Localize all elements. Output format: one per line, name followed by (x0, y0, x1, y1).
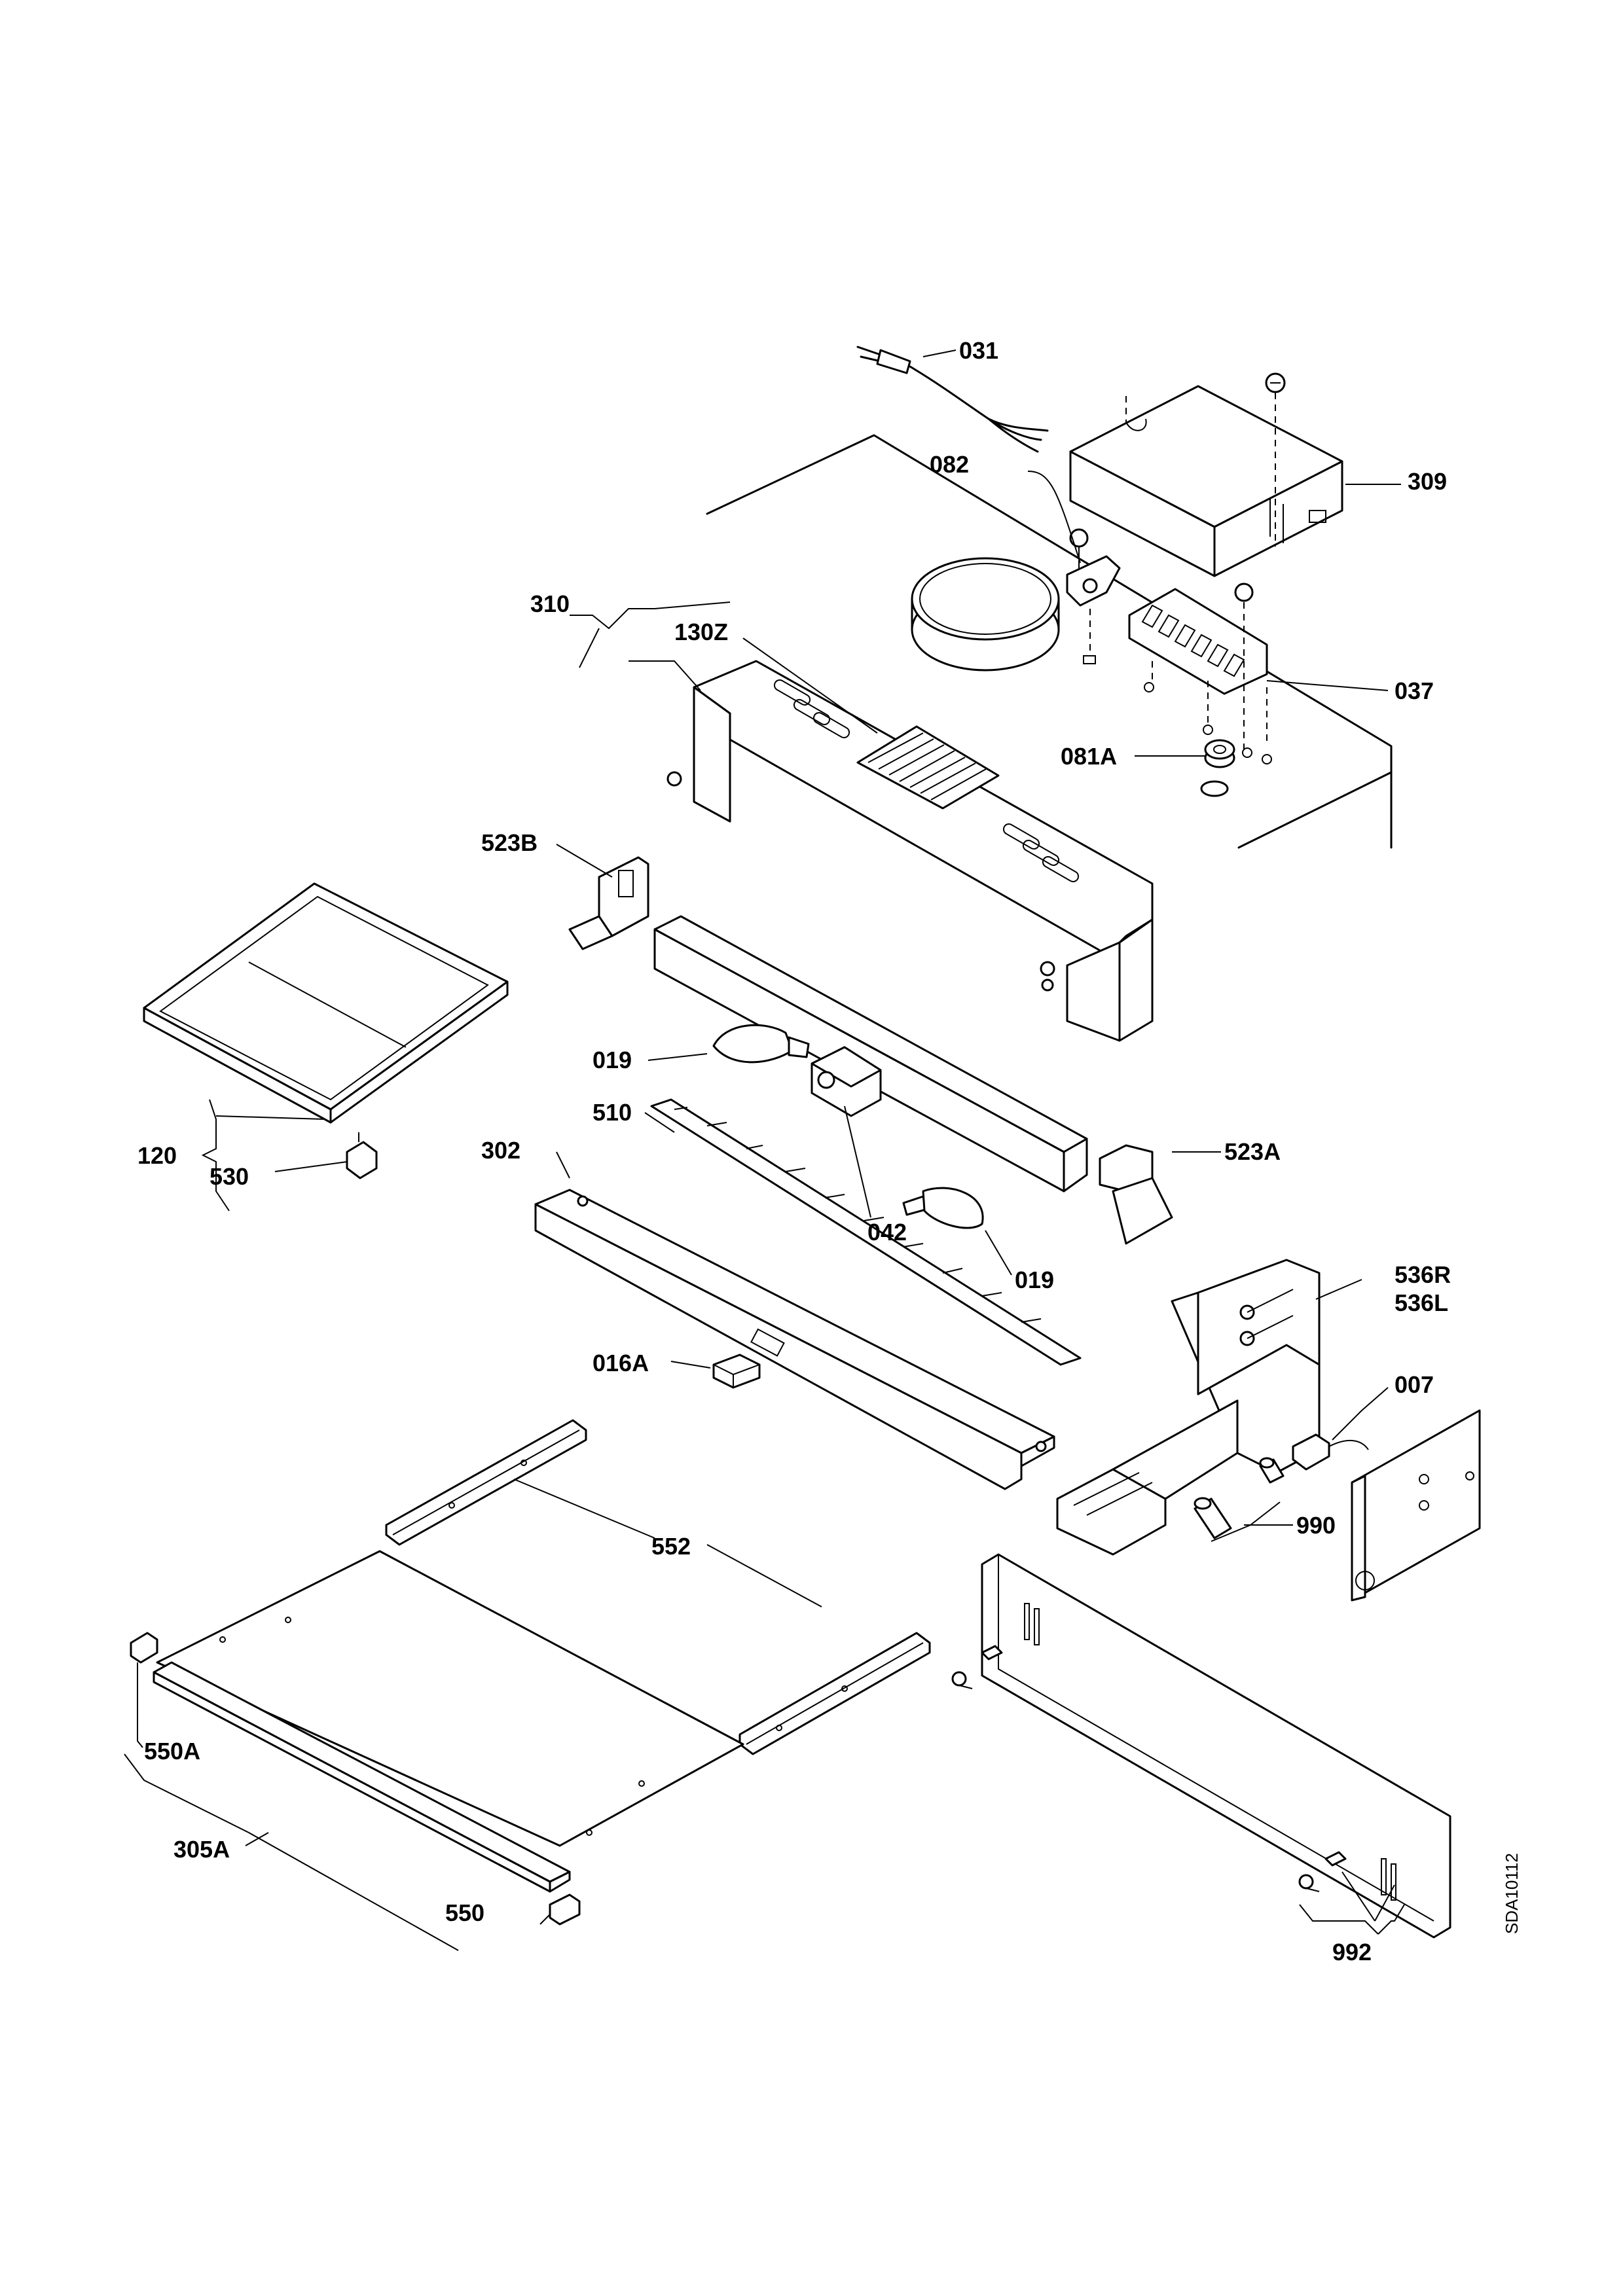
light-diffuser (650, 1098, 1082, 1366)
label-530: 530 (210, 1163, 249, 1190)
switch-assembly (1066, 528, 1121, 664)
side-bracket (1056, 1259, 1321, 1556)
terminal-block (1128, 583, 1272, 764)
leader-lines (124, 350, 1405, 1951)
label-082: 082 (930, 451, 969, 478)
power-cord (856, 346, 1049, 453)
spacers (1194, 1457, 1285, 1539)
hood-outline (706, 434, 1393, 849)
front-trim (981, 1553, 1451, 1939)
microswitch (1292, 1433, 1369, 1471)
button-016A (712, 1354, 761, 1389)
label-990: 990 (1296, 1512, 1336, 1539)
control-box (1069, 372, 1343, 577)
label-019-upper: 019 (593, 1047, 632, 1073)
end-cap-550 (549, 1893, 581, 1926)
clip-530 (346, 1132, 378, 1179)
label-552: 552 (651, 1533, 691, 1560)
label-536R: 536R (1395, 1261, 1451, 1288)
label-042: 042 (867, 1219, 907, 1246)
drawing-code: SDA10112 (1502, 1853, 1522, 1934)
label-310: 310 (530, 590, 570, 617)
label-309: 309 (1408, 468, 1447, 495)
rail-upper (385, 1419, 587, 1546)
frame-310 (666, 660, 1154, 1042)
label-523A: 523A (1224, 1138, 1281, 1165)
label-019-lower: 019 (1015, 1266, 1054, 1293)
bracket-523A (1099, 1144, 1173, 1245)
front-bar-302 (534, 1189, 1055, 1490)
lamp-bulb-upper (712, 1024, 810, 1064)
label-016A: 016A (593, 1350, 649, 1376)
label-007: 007 (1395, 1371, 1434, 1398)
control-plate (1351, 1409, 1481, 1602)
visor-panel (153, 1550, 744, 1893)
filter-tray (143, 882, 509, 1124)
grommet (1200, 739, 1235, 797)
end-cap-550A (130, 1632, 158, 1664)
label-302: 302 (481, 1137, 520, 1164)
rail-lower (739, 1632, 931, 1755)
label-550A: 550A (144, 1738, 200, 1765)
label-031: 031 (959, 337, 998, 364)
label-523B: 523B (481, 829, 538, 856)
lamp-bulb-lower (902, 1187, 984, 1229)
label-510: 510 (593, 1099, 632, 1126)
label-130Z: 130Z (674, 619, 728, 645)
label-305A: 305A (173, 1836, 230, 1863)
part-labels: 031 082 309 310 130Z 037 081A 523B 019 5… (137, 337, 1451, 1965)
bracket-523B (568, 856, 649, 950)
trim-screws (951, 1645, 1347, 1892)
duct-ring (911, 557, 1060, 672)
label-536L: 536L (1395, 1289, 1448, 1316)
label-550: 550 (445, 1899, 484, 1926)
lamp-holder (811, 1046, 882, 1117)
label-037: 037 (1395, 677, 1434, 704)
label-081A: 081A (1061, 743, 1117, 770)
label-120: 120 (137, 1142, 177, 1169)
label-992: 992 (1332, 1939, 1372, 1965)
